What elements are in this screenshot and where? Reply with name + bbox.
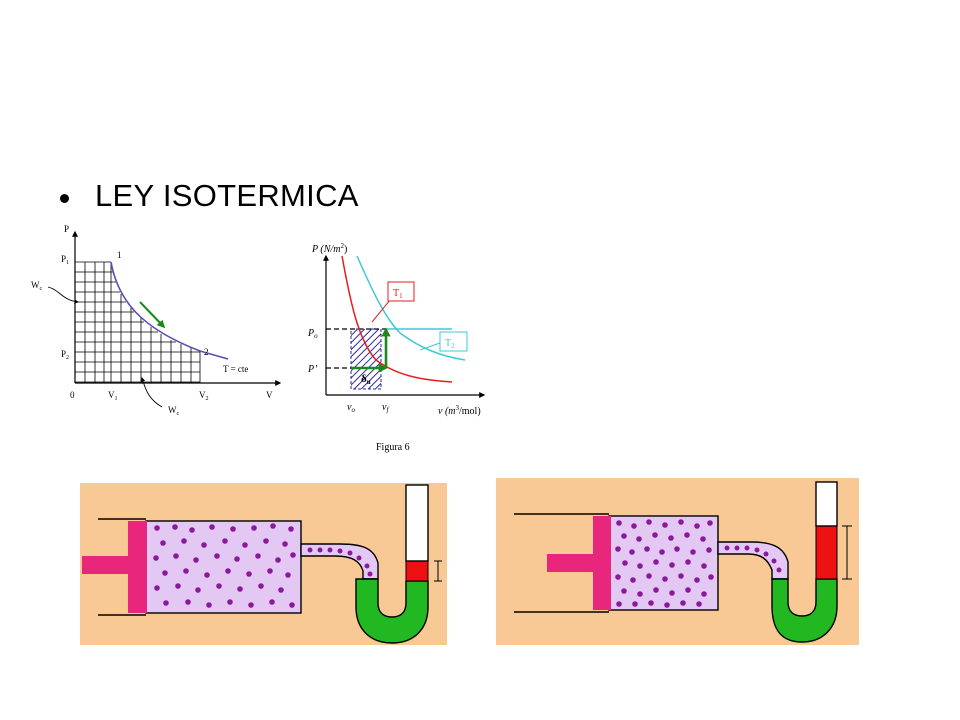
figure6-t1-pointer xyxy=(371,299,391,323)
bullet-item: LEY ISOTERMICA xyxy=(60,178,359,214)
figure6-caption: Figura 6 xyxy=(376,442,410,453)
figure6-t2-label: T2 xyxy=(445,338,455,350)
pv-origin-label: 0 xyxy=(70,390,75,400)
figure6-pprime-label: P’ xyxy=(307,364,318,375)
figure6-vo-label: vo xyxy=(347,402,355,414)
apparatus-right-molecules xyxy=(615,519,782,608)
apparatus-left xyxy=(80,483,447,645)
apparatus-right-open-tube xyxy=(815,481,838,527)
pv-wc-pointer-bottom xyxy=(140,377,163,408)
figure6-t2-box xyxy=(439,331,468,352)
pv-point1-label: 1 xyxy=(117,250,122,260)
apparatus-left-molecules xyxy=(153,523,373,608)
apparatus-right-mercury-level xyxy=(815,525,838,580)
pv-v2-label: V2 xyxy=(199,390,209,402)
figure6-vf-label: vf xyxy=(382,402,389,414)
apparatus-left-mercury-level xyxy=(405,560,429,582)
pv-point2-label: 2 xyxy=(204,347,209,357)
pv-p2-label: P2 xyxy=(61,349,69,361)
apparatus-right-height-marker xyxy=(842,525,852,580)
pv-p1-label: P1 xyxy=(61,254,69,266)
pv-isotherm-curve xyxy=(110,261,229,360)
figure6-x-axis-label: v (m3/mol) xyxy=(438,404,481,417)
apparatus-left-height-marker xyxy=(434,560,442,582)
apparatus-right-piston xyxy=(593,516,611,610)
apparatus-right xyxy=(496,478,859,645)
pv-v1-label: V1 xyxy=(108,390,118,402)
figure6-p-axis-label: P (N/m2) xyxy=(311,242,347,255)
pv-p-axis-label: P xyxy=(64,224,69,234)
figure6-t1-curve xyxy=(341,255,453,383)
pv-wc-pointer-left xyxy=(47,286,79,304)
slide-heading: LEY ISOTERMICA xyxy=(95,178,359,213)
pv-wc-bottom-label: Wc xyxy=(168,405,180,417)
pv-temperature-label: T = cte xyxy=(223,364,248,374)
pv-v-axis-label: V xyxy=(266,390,273,400)
pv-direction-arrow xyxy=(139,301,166,329)
apparatus-left-gas xyxy=(145,520,302,614)
figure6-t1-label: T1 xyxy=(393,288,403,300)
pv-wc-left-label: Wc xyxy=(31,280,43,292)
figure6-t2-curve xyxy=(356,255,466,361)
figure6-t2-pointer xyxy=(419,342,441,351)
figure6-area-label: δu xyxy=(361,373,371,386)
apparatus-left-open-tube xyxy=(405,484,429,562)
figure6-po-label: Po xyxy=(307,328,318,340)
figure6-t1-box xyxy=(387,281,415,302)
pv-work-grid xyxy=(75,261,201,383)
bullet-dot xyxy=(60,193,69,203)
apparatus-left-piston xyxy=(128,521,147,613)
